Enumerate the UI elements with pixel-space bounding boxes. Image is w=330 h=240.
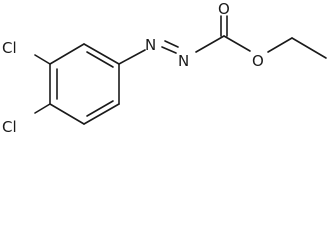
cl-lower-label: Cl: [2, 118, 17, 136]
n-c-bond: [195, 35, 225, 53]
n-right-label: N: [178, 52, 189, 70]
ring-bond-1: [83, 43, 120, 65]
molecule-structure: Cl Cl N N O O: [2, 0, 327, 136]
structure-canvas: Cl Cl N N O O: [2, 0, 327, 136]
o-ch2-bond: [267, 37, 293, 53]
o-carbonyl-label: O: [218, 0, 230, 18]
cl-upper-label: Cl: [2, 39, 17, 57]
ch2-ch3-bond: [291, 37, 327, 59]
c-n-bond: [118, 49, 146, 65]
azo-bond-1: [161, 46, 177, 54]
ring-bond-4: [49, 103, 85, 125]
c-o-ester-bond: [223, 35, 251, 52]
n-left-label: N: [145, 36, 156, 54]
c-cl-upper-bond: [34, 54, 51, 65]
ring-bond-6: [49, 43, 85, 65]
ring-double-bond-1: [86, 51, 114, 68]
ring-double-bond-2: [86, 100, 114, 117]
azo-bond-2: [164, 40, 179, 48]
bonds: [34, 15, 327, 125]
c-cl-lower-bond: [34, 103, 51, 114]
ring-bond-3: [83, 103, 120, 125]
o-ester-label: O: [252, 52, 264, 70]
